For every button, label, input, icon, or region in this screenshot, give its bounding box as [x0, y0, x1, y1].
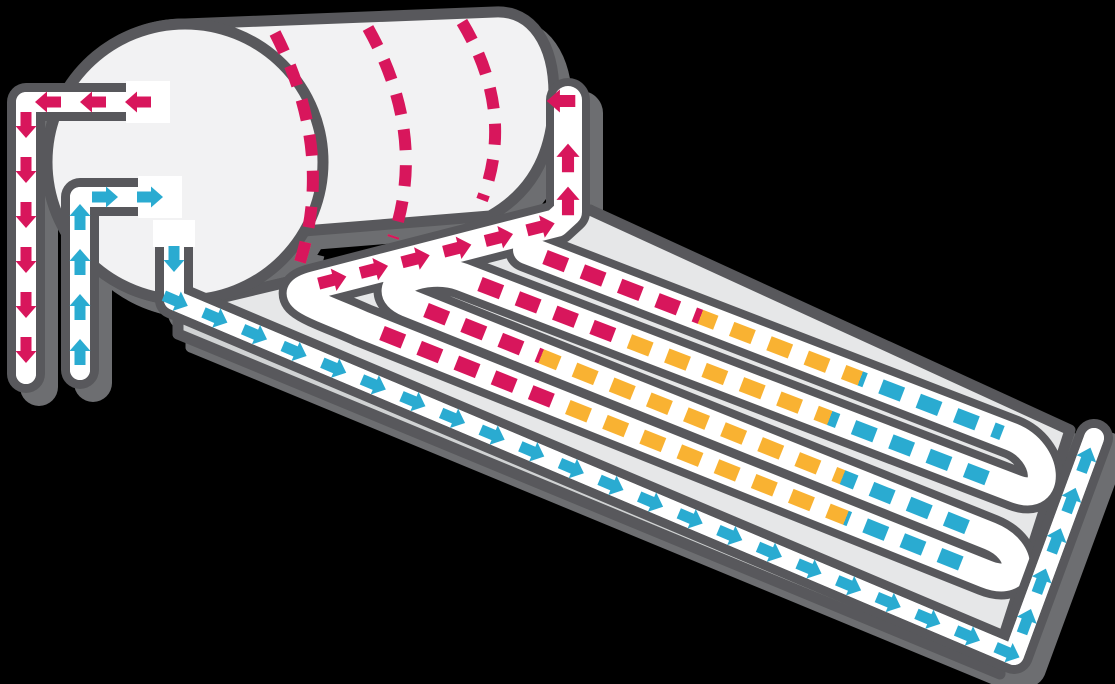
hot-arc-1: [269, 30, 319, 264]
flow-arrow: [69, 249, 91, 275]
flow-arrow: [69, 294, 91, 320]
flow-arrow: [163, 246, 185, 272]
flow-arrow: [914, 608, 941, 629]
serpentine-row-3: [423, 303, 977, 537]
flow-arrow: [137, 186, 163, 208]
flow-arrow: [438, 407, 466, 429]
flow-arrow: [240, 324, 268, 345]
flow-arrow: [795, 558, 822, 579]
flow-arrow: [557, 458, 584, 479]
serpentine-row-4: [379, 326, 965, 571]
flow-arrow: [676, 508, 703, 529]
hot-arc-3: [456, 18, 502, 203]
serpentine-bore: [286, 86, 1056, 592]
flow-arrow: [755, 541, 782, 562]
tank-hot-convection-arcs: [269, 18, 502, 264]
flow-arrow: [201, 307, 228, 328]
flow-arrow: [69, 339, 91, 365]
flow-arrow: [400, 247, 430, 270]
flow-arrow: [125, 91, 151, 113]
collector-serpentine: [278, 78, 1064, 600]
flow-arrow: [442, 236, 472, 260]
flow-arrow: [15, 292, 37, 318]
cold-supply-loop-pipe: [153, 220, 1113, 674]
flow-arrow: [399, 391, 426, 412]
flow-arrow: [69, 204, 91, 230]
flow-arrow: [716, 524, 743, 546]
flow-arrow: [483, 226, 514, 249]
flow-arrow: [161, 290, 188, 311]
flow-arrow: [15, 247, 37, 273]
hot-riser-flow-arrows: [317, 89, 580, 291]
flow-arrow: [15, 112, 37, 138]
flow-arrow: [15, 202, 37, 228]
flow-arrow: [1076, 447, 1097, 474]
flow-arrow: [874, 591, 901, 613]
flow-arrow: [1061, 487, 1082, 515]
flow-arrow: [556, 186, 580, 216]
hot-outlet-pipe: [7, 81, 170, 393]
flow-arrow: [35, 91, 61, 113]
flow-arrow: [953, 625, 980, 646]
flow-arrow: [80, 91, 106, 113]
serpentine-row-1: [542, 250, 1005, 440]
flow-arrow: [280, 340, 307, 362]
hot-arc-2: [362, 25, 412, 240]
flow-arrow: [637, 491, 664, 512]
hot-outlet-pipe-bore-ext: [16, 92, 160, 384]
flow-arrow: [320, 357, 347, 378]
flow-arrow: [518, 441, 545, 462]
serpentine-row-2: [477, 276, 1005, 492]
scene: [7, 6, 1113, 680]
flow-arrow: [1031, 568, 1052, 595]
cold-mains-inlet-pipe: [61, 176, 182, 389]
flow-arrow: [358, 257, 389, 281]
flow-arrow: [597, 474, 624, 495]
flow-arrow: [317, 268, 347, 291]
flow-arrow: [835, 575, 862, 596]
flow-arrow: [92, 186, 118, 208]
flow-arrow: [15, 157, 37, 183]
flow-arrow: [1046, 528, 1067, 555]
flow-arrow: [556, 143, 580, 173]
flow-arrow: [546, 89, 576, 113]
flow-arrow: [525, 215, 555, 238]
flow-arrow: [359, 374, 386, 395]
flow-arrow: [993, 642, 1020, 663]
flow-arrow: [478, 424, 505, 445]
flow-arrow: [1016, 608, 1037, 636]
flow-arrow: [15, 337, 37, 363]
